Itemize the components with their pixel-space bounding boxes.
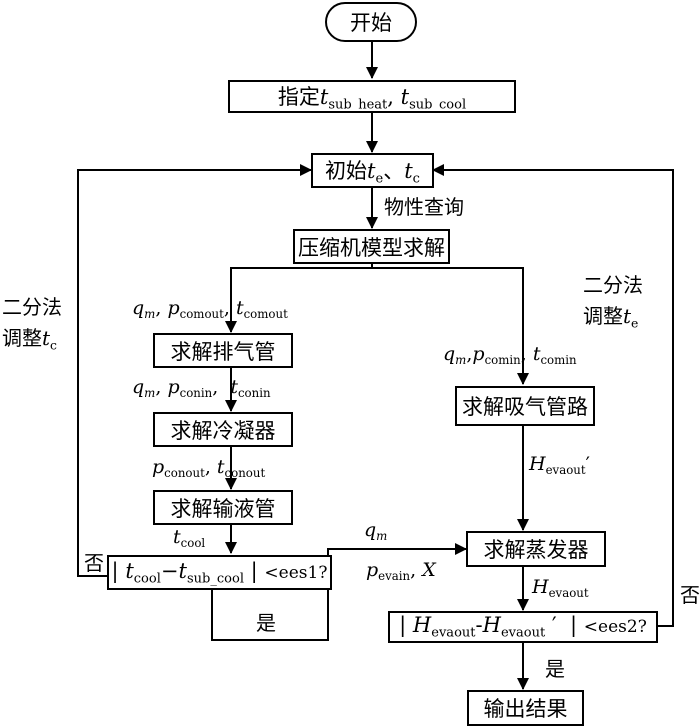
discharge-inputs-label: qm, pcomout, tcomout bbox=[132, 297, 288, 322]
evap-pevain-label: pevain, X bbox=[366, 559, 436, 584]
suction-inputs-label: qm,pcomin, tcomin bbox=[443, 343, 577, 368]
arrow-compressor-to-suction bbox=[371, 262, 529, 385]
start-label: 开始 bbox=[350, 11, 392, 35]
arrow-evapcheck-no-loop bbox=[432, 164, 674, 627]
condenser-label: 求解冷凝器 bbox=[170, 418, 276, 443]
yes-left-label: 是 bbox=[256, 611, 276, 635]
cond-check-label: | tcool−tsub_cool | <ees1? bbox=[111, 558, 328, 587]
liquid-inputs-label: pconout, tconout bbox=[152, 456, 266, 481]
suction-label: 求解吸气管路 bbox=[462, 395, 588, 419]
output-label: 输出结果 bbox=[483, 697, 568, 721]
compressor-label: 压缩机模型求解 bbox=[298, 235, 445, 260]
no-left-label: 否 bbox=[84, 551, 104, 575]
arrow-condcheck-no-loop bbox=[77, 164, 312, 577]
discharge-label: 求解排气管 bbox=[170, 339, 276, 364]
condenser-inputs-label: qm, pconin, tconin bbox=[132, 376, 271, 401]
start-node: 开始 bbox=[325, 2, 417, 42]
evap-qm-label: qm bbox=[364, 519, 388, 544]
property-query-label: 物性查询 bbox=[384, 195, 464, 219]
init-label: 初始te、tc bbox=[325, 158, 420, 187]
yes-right-label: 是 bbox=[545, 657, 565, 681]
bisect-left-label: 二分法调整tc bbox=[2, 295, 62, 353]
bisect-right-label: 二分法调整te bbox=[583, 273, 643, 331]
hevaout-label: Hevaout bbox=[532, 576, 589, 601]
liquid-label: 求解输液管 bbox=[170, 496, 276, 521]
init-node: 初始te、tc bbox=[311, 153, 434, 188]
compressor-node: 压缩机模型求解 bbox=[293, 229, 450, 264]
no-right-label: 否 bbox=[680, 583, 700, 607]
output-node: 输出结果 bbox=[467, 690, 584, 726]
evaporator-label: 求解蒸发器 bbox=[483, 538, 589, 562]
hevaout-prime-label: Hevaout′ bbox=[529, 453, 590, 478]
condenser-node: 求解冷凝器 bbox=[153, 412, 293, 447]
discharge-node: 求解排气管 bbox=[153, 333, 293, 368]
arrow-compressor-to-discharge bbox=[225, 262, 373, 333]
arrow-condcheck-yes-to-evaporator bbox=[211, 543, 467, 641]
evaporator-node: 求解蒸发器 bbox=[466, 531, 606, 567]
liquid-node: 求解输液管 bbox=[153, 490, 293, 525]
evap-check-label: | Hevaout-Hevaout ′ | <ees2? bbox=[399, 613, 647, 641]
cond-check-node: | tcool−tsub_cool | <ees1? bbox=[107, 555, 332, 590]
evap-check-node: | Hevaout-Hevaout ′ | <ees2? bbox=[388, 611, 658, 643]
specify-node: 指定tsub_heat, tsub_cool bbox=[228, 80, 516, 113]
tcool-label: tcool bbox=[173, 526, 206, 551]
suction-node: 求解吸气管路 bbox=[455, 386, 595, 426]
specify-label: 指定tsub_heat, tsub_cool bbox=[277, 84, 467, 113]
